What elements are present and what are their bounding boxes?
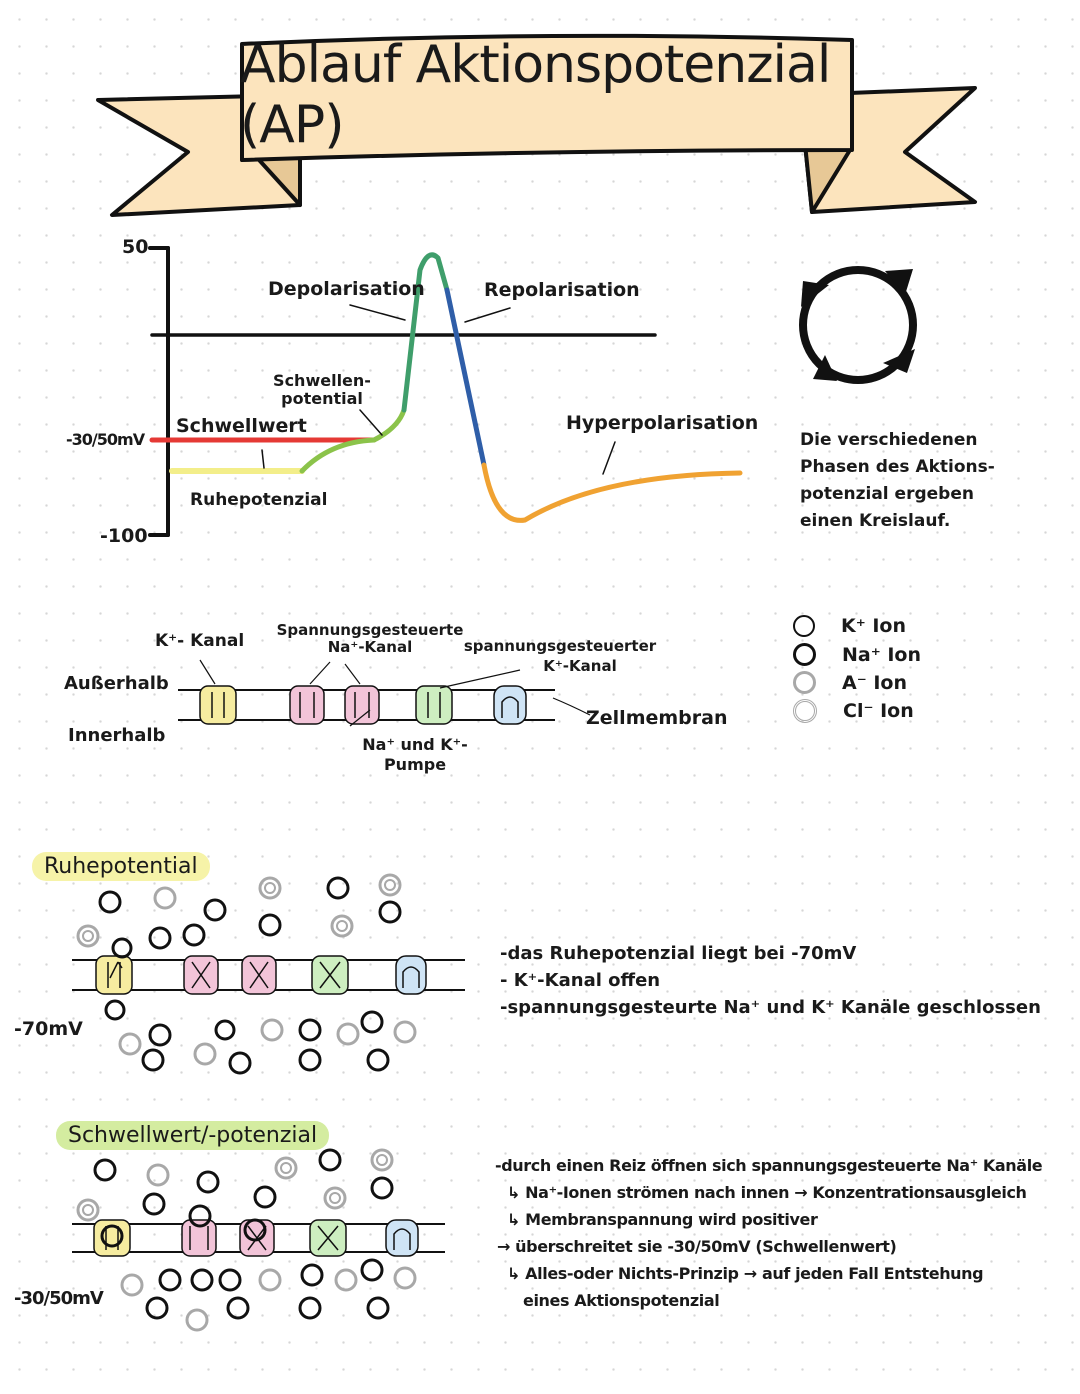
label-k-kanal: K⁺- Kanal: [155, 631, 245, 651]
label-zellmembran: Zellmembran: [586, 707, 728, 729]
pump-1: [289, 685, 325, 725]
na-gated-channel: [493, 685, 527, 725]
cycle-arrows-icon: [799, 266, 917, 384]
label-k-gated: spannungsgesteuerter K⁺-Kanal: [463, 637, 657, 675]
label-na-kanal: Spannungsgesteuerte Na⁺-Kanal: [276, 621, 464, 656]
label-repolarisation: Repolarisation: [484, 279, 640, 301]
ruhe-side-label: -70mV: [14, 1018, 83, 1040]
k-gated-channel: [415, 685, 453, 725]
ruhe-notes: -das Ruhepotenzial liegt bei -70mV - K⁺-…: [500, 943, 1041, 1018]
label-pumpe: Na⁺ und K⁺- Pumpe: [362, 735, 468, 774]
ruhe-membrane-scene: [72, 873, 465, 1075]
y-label-minus100: -100: [100, 525, 148, 547]
label-ausserhalb: Außerhalb: [64, 673, 169, 694]
k-channel: [199, 685, 237, 725]
schwellwert-membrane-scene: [72, 1148, 445, 1332]
section-heading-ruhepotential: Ruhepotential: [32, 852, 210, 881]
legend-item-na: Na⁺ Ion: [793, 643, 921, 666]
action-potential-graph: [148, 246, 743, 537]
label-schwellwert: Schwellwert: [176, 415, 307, 437]
page-title: Ablauf Aktionspotenzial (AP): [240, 35, 831, 155]
depolarisation-curve: [401, 252, 450, 413]
y-label-threshold: -30/50mV: [66, 430, 145, 449]
label-schwellenpotential: Schwellen- potential: [273, 371, 371, 408]
label-depolarisation: Depolarisation: [268, 278, 425, 300]
cl-ion-icon: [793, 699, 817, 723]
legend-item-a: A⁻ Ion: [793, 671, 907, 694]
label-ruhepotenzial: Ruhepotenzial: [190, 490, 328, 510]
legend-item-cl: Cl⁻ Ion: [793, 699, 914, 723]
membrane-diagram: [178, 659, 591, 727]
cycle-note: Die verschiedenen Phasen des Aktions- po…: [800, 430, 995, 531]
a-ion-icon: [793, 671, 816, 694]
label-innerhalb: Innerhalb: [68, 725, 166, 746]
rise-curve: [299, 437, 377, 474]
k-ion-icon: [793, 615, 815, 637]
y-label-50: 50: [122, 236, 149, 258]
schwellwert-notes: -durch einen Reiz öffnen sich spannungsg…: [495, 1156, 1043, 1310]
pump-2: [344, 685, 380, 725]
na-ion-icon: [793, 643, 816, 666]
hyperpolarisation-curve: [481, 462, 743, 523]
repolarisation-curve: [444, 287, 487, 468]
title-banner: [96, 33, 977, 217]
label-hyperpolarisation: Hyperpolarisation: [566, 412, 759, 434]
section-heading-schwellwert: Schwellwert/-potenzial: [56, 1121, 330, 1150]
schwellwert-side-label: -30/50mV: [14, 1288, 104, 1309]
legend-item-k: K⁺ Ion: [793, 615, 906, 637]
